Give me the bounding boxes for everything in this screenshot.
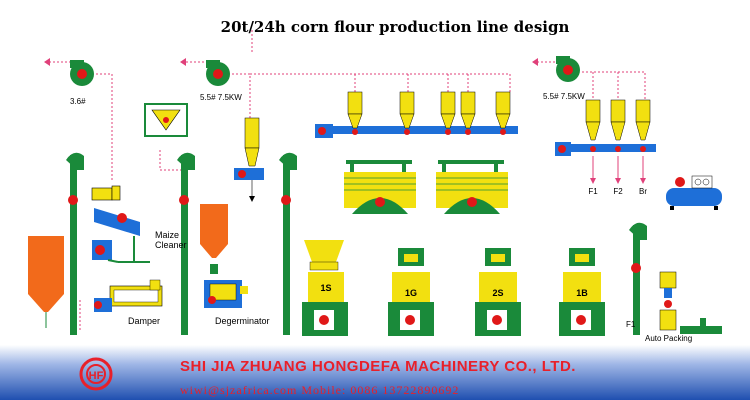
magnet-box: [144, 103, 188, 137]
company-name: SHI JIA ZHUANG HONGDEFA MACHINERY CO., L…: [180, 358, 576, 375]
fan-1-label: 3.6#: [70, 97, 86, 106]
damper-label: Damper: [128, 316, 160, 326]
arrow-icon: [640, 178, 646, 184]
fan-2: [180, 58, 230, 86]
arrow-icon: [44, 58, 50, 66]
roller-mill-2s: [475, 248, 521, 336]
output-label-f2: F2: [613, 187, 623, 196]
air-pipes: [45, 30, 646, 330]
maize-cleaner-label-1: Maize: [155, 230, 179, 240]
cyclone-group-2: [555, 99, 656, 184]
damper-machine: [94, 279, 163, 312]
mill-label-2s: 2S: [492, 288, 503, 298]
fan-1: [44, 58, 94, 86]
fan-2-label: 5.5# 7.5KW: [200, 93, 242, 102]
plansifter-2: [436, 160, 508, 214]
roller-mill-1g: [388, 248, 434, 336]
page-title: 20t/24h corn flour production line desig…: [221, 18, 570, 36]
raw-silo: [28, 236, 64, 328]
roller-mill-1s: [302, 240, 348, 336]
degerminator-cyclone: [234, 117, 264, 202]
degerminator-label: Degerminator: [215, 316, 270, 326]
auto-packing-label: Auto Packing: [645, 334, 692, 343]
air-compressor: [666, 175, 722, 210]
elevators: [66, 152, 647, 335]
roller-mill-1b: [559, 248, 605, 336]
auto-packing-machine: [659, 271, 722, 334]
logo-text: HF: [89, 370, 104, 382]
packing-inlet-label: F1: [626, 320, 636, 329]
arrow-icon: [532, 58, 538, 66]
maize-cleaner: [91, 185, 150, 263]
plansifter-1: [344, 160, 416, 214]
output-label-br: Br: [639, 187, 647, 196]
degerminator-machine: [204, 280, 248, 308]
mill-label-1b: 1B: [576, 288, 588, 298]
mill-label-1g: 1G: [405, 288, 417, 298]
maize-cleaner-label-2: Cleaner: [155, 240, 187, 250]
tempering-silo: [200, 204, 228, 274]
company-contact: wiwi@sjzafrica.com Mobile: 0086 13722890…: [180, 383, 459, 397]
arrow-icon: [615, 178, 621, 184]
arrow-icon: [180, 58, 186, 66]
arrow-icon: [249, 196, 255, 202]
output-label-f1: F1: [588, 187, 598, 196]
fan-3: [532, 56, 580, 82]
fan-3-label: 5.5# 7.5KW: [543, 92, 585, 101]
cyclone-group-1: [315, 91, 518, 138]
mill-label-1s: 1S: [320, 283, 331, 293]
arrow-icon: [590, 178, 596, 184]
footer-band: [0, 345, 750, 400]
company-logo: HF: [79, 357, 113, 391]
